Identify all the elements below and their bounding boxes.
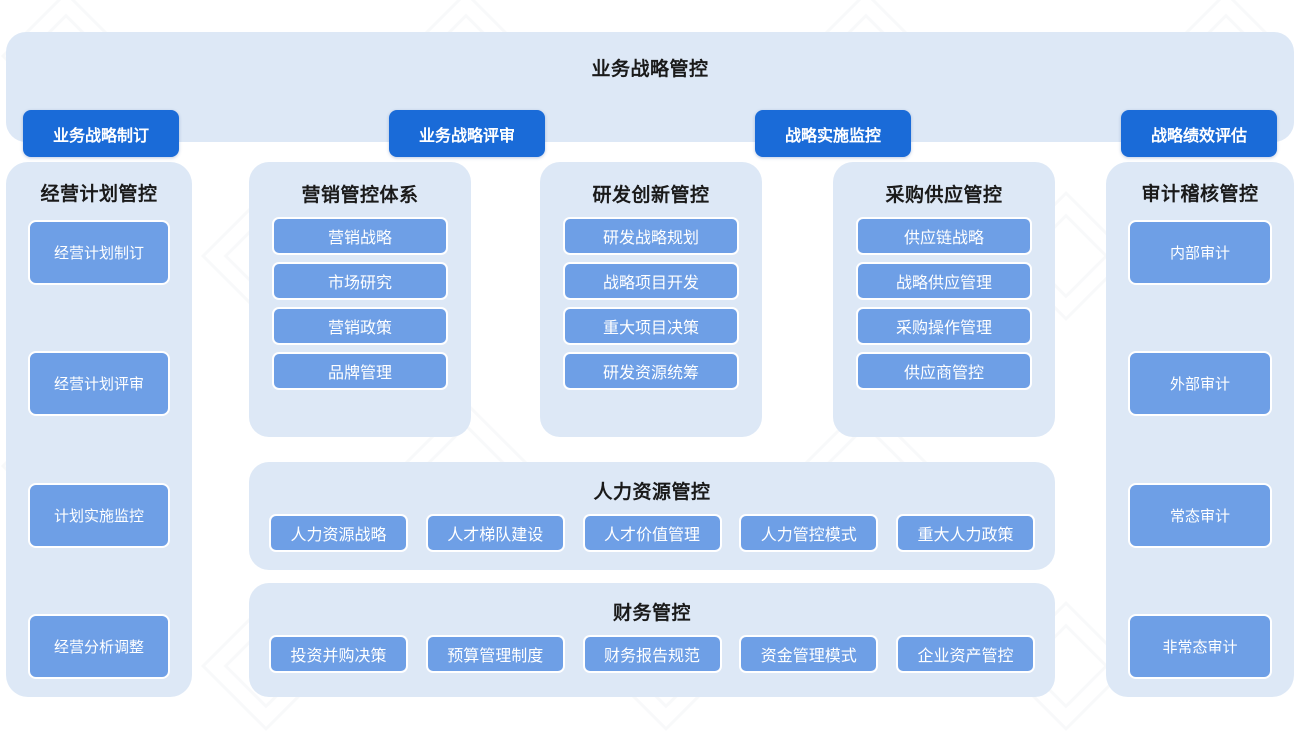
chip-rd-resource-coordination[interactable]: 研发资源统筹 [563,352,739,390]
chip-external-audit[interactable]: 外部审计 [1128,351,1272,417]
banner-button-row: 业务战略制订 业务战略评审 战略实施监控 战略绩效评估 [6,110,1294,157]
banner-button-strategy-implementation-monitoring[interactable]: 战略实施监控 [755,110,911,157]
chip-enterprise-asset-control[interactable]: 企业资产管控 [896,635,1035,673]
procurement-supply-control-item-stack: 供应链战略 战略供应管理 采购操作管理 供应商管控 [856,217,1032,390]
chip-talent-echelon-building[interactable]: 人才梯队建设 [425,514,565,552]
chip-strategic-project-development[interactable]: 战略项目开发 [563,262,739,300]
chip-strategic-supply-management[interactable]: 战略供应管理 [856,262,1032,300]
banner-title: 业务战略管控 [591,59,709,80]
chip-fund-management-model[interactable]: 资金管理模式 [739,635,879,673]
chip-marketing-strategy[interactable]: 营销战略 [272,217,448,255]
rd-innovation-control-item-stack: 研发战略规划 战略项目开发 重大项目决策 研发资源统筹 [563,217,739,390]
human-resources-control-section: 人力资源管控 人力资源战略 人才梯队建设 人才价值管理 人力管控模式 重大人力政… [249,462,1055,570]
chip-financial-report-standard[interactable]: 财务报告规范 [582,635,722,673]
marketing-control-card: 营销管控体系 营销战略 市场研究 营销政策 品牌管理 [249,162,471,437]
chip-internal-audit[interactable]: 内部审计 [1128,220,1272,285]
chip-hr-control-model[interactable]: 人力管控模式 [739,514,879,552]
chip-routine-audit[interactable]: 常态审计 [1128,482,1272,548]
procurement-supply-control-card: 采购供应管控 供应链战略 战略供应管理 采购操作管理 供应商管控 [833,162,1055,437]
chip-hr-strategy[interactable]: 人力资源战略 [269,514,408,552]
chip-plan-implementation-monitoring[interactable]: 计划实施监控 [28,482,170,548]
operating-plan-control-column: 经营计划管控 经营计划制订 经营计划评审 计划实施监控 经营分析调整 [6,162,192,697]
audit-inspection-control-item-stack: 内部审计 外部审计 常态审计 非常态审计 [1128,220,1272,679]
chip-procurement-operation-management[interactable]: 采购操作管理 [856,307,1032,345]
marketing-control-title: 营销管控体系 [301,185,419,206]
procurement-supply-control-title: 采购供应管控 [885,185,1003,206]
chip-non-routine-audit[interactable]: 非常态审计 [1128,613,1272,679]
rd-innovation-control-card: 研发创新管控 研发战略规划 战略项目开发 重大项目决策 研发资源统筹 [540,162,762,437]
human-resources-control-item-row: 人力资源战略 人才梯队建设 人才价值管理 人力管控模式 重大人力政策 [249,514,1055,552]
financial-control-item-row: 投资并购决策 预算管理制度 财务报告规范 资金管理模式 企业资产管控 [249,635,1055,673]
chip-supplier-control[interactable]: 供应商管控 [856,352,1032,390]
chip-operating-plan-review[interactable]: 经营计划评审 [28,351,170,417]
chip-budget-management-system[interactable]: 预算管理制度 [425,635,565,673]
financial-control-section: 财务管控 投资并购决策 预算管理制度 财务报告规范 资金管理模式 企业资产管控 [249,583,1055,697]
chip-supply-chain-strategy[interactable]: 供应链战略 [856,217,1032,255]
audit-inspection-control-title: 审计稽核管控 [1141,184,1259,205]
chip-major-hr-policy[interactable]: 重大人力政策 [896,514,1035,552]
chip-operating-analysis-adjustment[interactable]: 经营分析调整 [28,613,170,679]
chip-marketing-policy[interactable]: 营销政策 [272,307,448,345]
chip-brand-management[interactable]: 品牌管理 [272,352,448,390]
chip-talent-value-management[interactable]: 人才价值管理 [582,514,722,552]
rd-innovation-control-title: 研发创新管控 [592,185,710,206]
chip-major-project-decision[interactable]: 重大项目决策 [563,307,739,345]
chip-rd-strategy-planning[interactable]: 研发战略规划 [563,217,739,255]
banner-button-strategy-performance-evaluation[interactable]: 战略绩效评估 [1121,110,1277,157]
chip-operating-plan-formulation[interactable]: 经营计划制订 [28,220,170,285]
financial-control-title: 财务管控 [612,603,691,624]
business-strategy-banner: 业务战略管控 业务战略制订 业务战略评审 战略实施监控 战略绩效评估 [6,32,1294,157]
operating-plan-control-item-stack: 经营计划制订 经营计划评审 计划实施监控 经营分析调整 [28,220,170,679]
marketing-control-item-stack: 营销战略 市场研究 营销政策 品牌管理 [272,217,448,390]
audit-inspection-control-column: 审计稽核管控 内部审计 外部审计 常态审计 非常态审计 [1106,162,1294,697]
operating-plan-control-title: 经营计划管控 [40,184,158,205]
banner-button-strategy-formulation[interactable]: 业务战略制订 [23,110,179,157]
banner-button-strategy-review[interactable]: 业务战略评审 [389,110,545,157]
chip-investment-ma-decision[interactable]: 投资并购决策 [269,635,408,673]
human-resources-control-title: 人力资源管控 [593,482,711,503]
chip-market-research[interactable]: 市场研究 [272,262,448,300]
